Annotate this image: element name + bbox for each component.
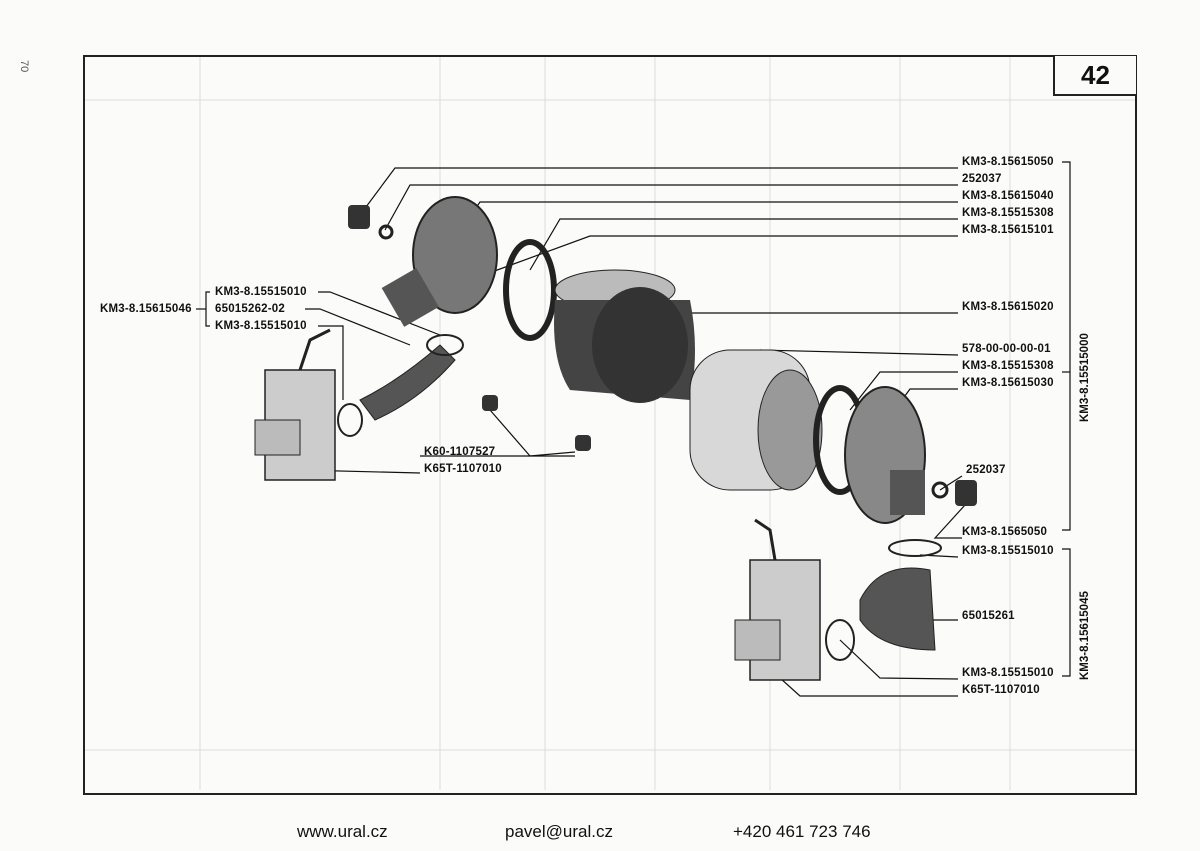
- part-label: 252037: [962, 173, 1002, 185]
- part-label: K65T-1107010: [424, 463, 502, 475]
- carburetor-bottom: [734, 518, 821, 681]
- faded-background-table: [85, 57, 1135, 790]
- part-label: KM3-8.15615030: [962, 377, 1054, 389]
- part-label: KM3-8.15615101: [962, 224, 1054, 236]
- part-label: KM3-8.15515010: [962, 667, 1054, 679]
- part-label: KM3-8.15515010: [215, 286, 307, 298]
- page-number: 42: [1053, 56, 1136, 96]
- footer-website[interactable]: www.ural.cz: [297, 822, 388, 841]
- cover-top: [381, 196, 498, 327]
- footer-phone: +420 461 723 746: [733, 822, 871, 841]
- intake-hose-left: [359, 334, 464, 421]
- assembly-label-upper: KM3-8.15515000: [1079, 333, 1091, 422]
- nut-top: [348, 205, 370, 229]
- part-label: K60-1107527: [424, 446, 496, 458]
- washer-bottom: [931, 481, 949, 499]
- clamp-left: [337, 403, 363, 437]
- clamp-bottom: [825, 619, 855, 661]
- page-frame: [83, 55, 1137, 795]
- washer-top: [378, 224, 394, 240]
- clamp-bottom-top: [888, 539, 942, 557]
- footer-email[interactable]: pavel@ural.cz: [505, 822, 613, 841]
- filter-housing: [554, 269, 695, 403]
- part-label: KM3-8.15515010: [215, 320, 307, 332]
- plug-right: [575, 435, 591, 451]
- cover-bottom: [844, 386, 926, 524]
- part-label: KM3-8.15615050: [962, 156, 1054, 168]
- nut-bottom: [955, 480, 977, 506]
- part-label: KM3-8.15515308: [962, 207, 1054, 219]
- part-label: KM3-8.1565050: [962, 526, 1048, 538]
- part-label: 65015261: [962, 610, 1015, 622]
- plug-left: [482, 395, 498, 411]
- part-label: KM3-8.15515010: [962, 545, 1054, 557]
- part-label: 578-00-00-00-01: [962, 343, 1051, 355]
- part-label: KM3-8.15615040: [962, 190, 1054, 202]
- gasket-ring-top: [503, 239, 557, 341]
- part-label: KM3-8.15515308: [962, 360, 1054, 372]
- part-label: 252037: [966, 464, 1006, 476]
- part-label: 65015262-02: [215, 303, 285, 315]
- carburetor-left: [254, 328, 336, 481]
- part-label: K65T-1107010: [962, 684, 1040, 696]
- intake-hose-bottom: [859, 567, 936, 651]
- filter-element: [689, 349, 823, 491]
- part-label: KM3-8.15615020: [962, 301, 1054, 313]
- assembly-label-lower: KM3-8.15615045: [1079, 591, 1091, 680]
- group-label: KM3-8.15615046: [100, 303, 192, 315]
